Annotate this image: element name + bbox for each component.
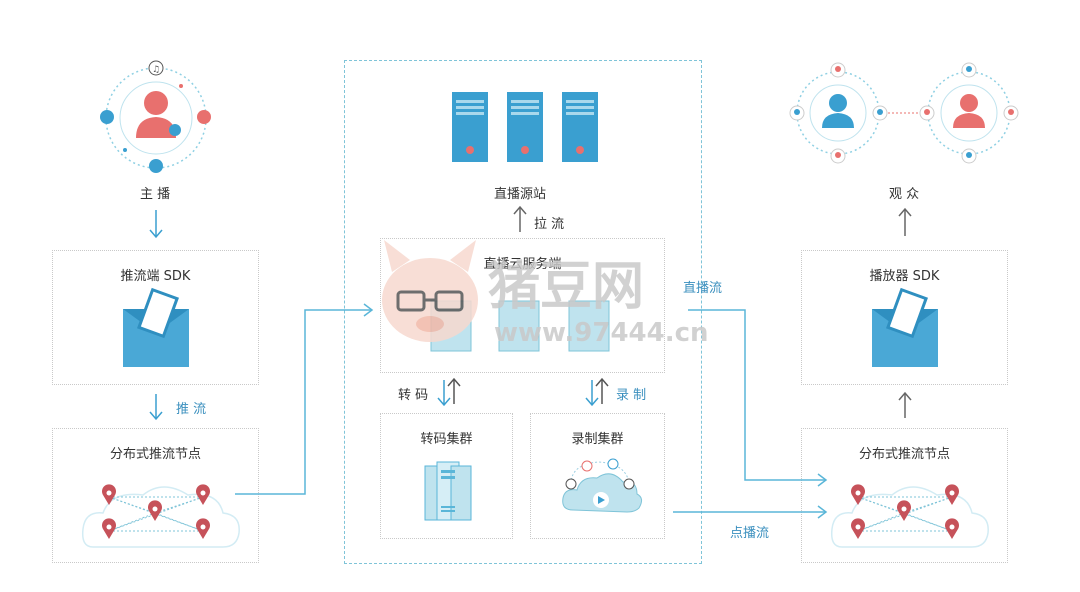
left-nodes-title: 分布式推流节点 bbox=[109, 447, 201, 462]
player-sdk-title: 播放器 SDK bbox=[869, 269, 940, 284]
record-cluster-box: 录制集群 bbox=[530, 413, 665, 539]
left-nodes-box: 分布式推流节点 bbox=[52, 428, 259, 563]
anchor-label: 主 播 bbox=[140, 187, 171, 202]
right-node-network-icon bbox=[830, 484, 989, 548]
player-box-icon bbox=[872, 287, 938, 367]
push-sdk-title: 推流端 SDK bbox=[120, 269, 191, 284]
pull-arrow-label: 拉 流 bbox=[534, 217, 565, 232]
player-sdk-box: 播放器 SDK bbox=[801, 250, 1008, 385]
viewers-label: 观 众 bbox=[889, 187, 920, 202]
transcode-cluster-title: 转码集群 bbox=[420, 432, 473, 447]
live-stream-label: 直播流 bbox=[683, 281, 723, 296]
push-sdk-box: 推流端 SDK bbox=[52, 250, 259, 385]
push-arrow-label: 推 流 bbox=[176, 402, 207, 417]
origin-label: 直播源站 bbox=[494, 187, 547, 202]
right-nodes-title: 分布式推流节点 bbox=[858, 447, 950, 462]
node-network-icon bbox=[81, 484, 240, 548]
sdk-box-icon bbox=[123, 287, 189, 367]
transcode-arrow-label: 转 码 bbox=[398, 388, 429, 403]
transcode-servers-icon bbox=[424, 461, 472, 521]
svg-text:♫: ♫ bbox=[152, 65, 160, 75]
watermark-brand: 猪豆网 bbox=[488, 257, 645, 317]
vod-stream-label: 点播流 bbox=[730, 526, 770, 541]
right-nodes-box: 分布式推流节点 bbox=[801, 428, 1008, 563]
record-cluster-title: 录制集群 bbox=[571, 432, 624, 447]
watermark-url: www.97444.cn bbox=[494, 318, 709, 348]
transcode-cluster-box: 转码集群 bbox=[380, 413, 513, 539]
record-arrow-label: 录 制 bbox=[616, 388, 647, 403]
live-cloud-title: 直播云服务端 bbox=[483, 257, 562, 272]
record-cloud-icon bbox=[562, 458, 643, 513]
